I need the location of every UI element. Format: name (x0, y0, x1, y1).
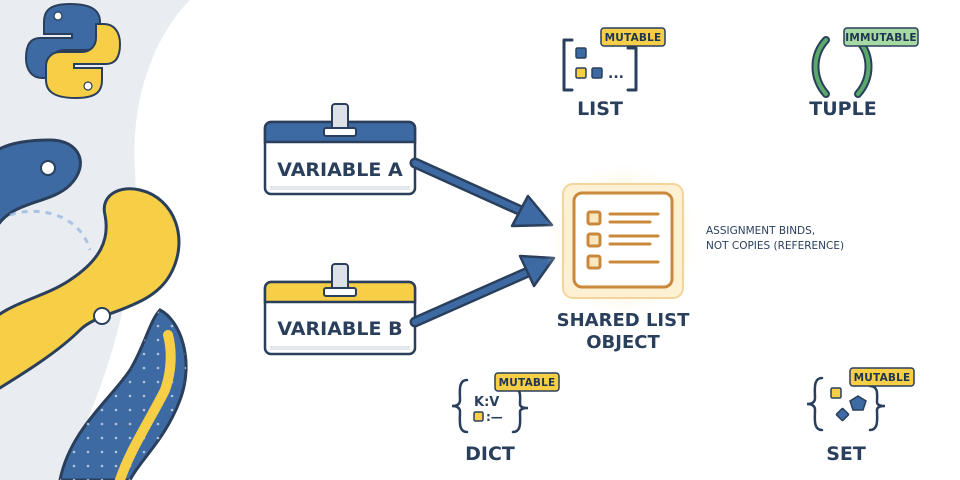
shared-object-label-line2: OBJECT (586, 332, 660, 353)
set-title: SET (826, 443, 866, 465)
type-set: MUTABLE SET (806, 367, 915, 465)
list-items-icon (586, 210, 660, 270)
dict-title: DICT (465, 443, 515, 465)
clip-icon (323, 263, 357, 297)
shared-list-object: SHARED LIST OBJECT (543, 160, 703, 353)
python-logo-icon (24, 2, 122, 100)
python-snake-icon (0, 138, 188, 480)
arrow-icon (510, 194, 554, 228)
set-tag-label: MUTABLE (854, 372, 911, 384)
annotation-line2: NOT COPIES (REFERENCE) (706, 240, 844, 252)
list-title: LIST (577, 98, 623, 120)
list-tag-label: MUTABLE (605, 32, 662, 44)
list-glyph: ... (608, 66, 624, 82)
left-backdrop (0, 0, 190, 480)
arrow-icon (518, 254, 556, 288)
tuple-tag-label: IMMUTABLE (845, 32, 916, 44)
arrow-a-to-object (409, 157, 554, 228)
arrow-b-to-object (409, 254, 556, 328)
type-dict: K:V :— MUTABLE DICT (451, 372, 560, 465)
dict-tag-label: MUTABLE (499, 377, 556, 389)
set-tag (849, 367, 915, 387)
tuple-tag (843, 27, 919, 47)
variable-a-label: VARIABLE A (277, 159, 403, 181)
dict-glyph-line2: :— (486, 410, 503, 424)
tuple-title: TUPLE (809, 98, 876, 120)
list-tag (600, 27, 666, 47)
annotation-line1: ASSIGNMENT BINDS, (706, 225, 815, 237)
variable-b-label: VARIABLE B (277, 318, 402, 340)
type-list: ... MUTABLE LIST (562, 27, 666, 120)
dict-tag (494, 372, 560, 392)
shared-object-label-line1: SHARED LIST (557, 310, 690, 331)
clip-icon (323, 103, 357, 137)
badge-variable-b: VARIABLE B (263, 263, 417, 356)
type-tuple: IMMUTABLE TUPLE (809, 27, 919, 120)
dict-glyph-line1: K:V (474, 395, 499, 410)
badge-variable-a: VARIABLE A (263, 103, 417, 196)
